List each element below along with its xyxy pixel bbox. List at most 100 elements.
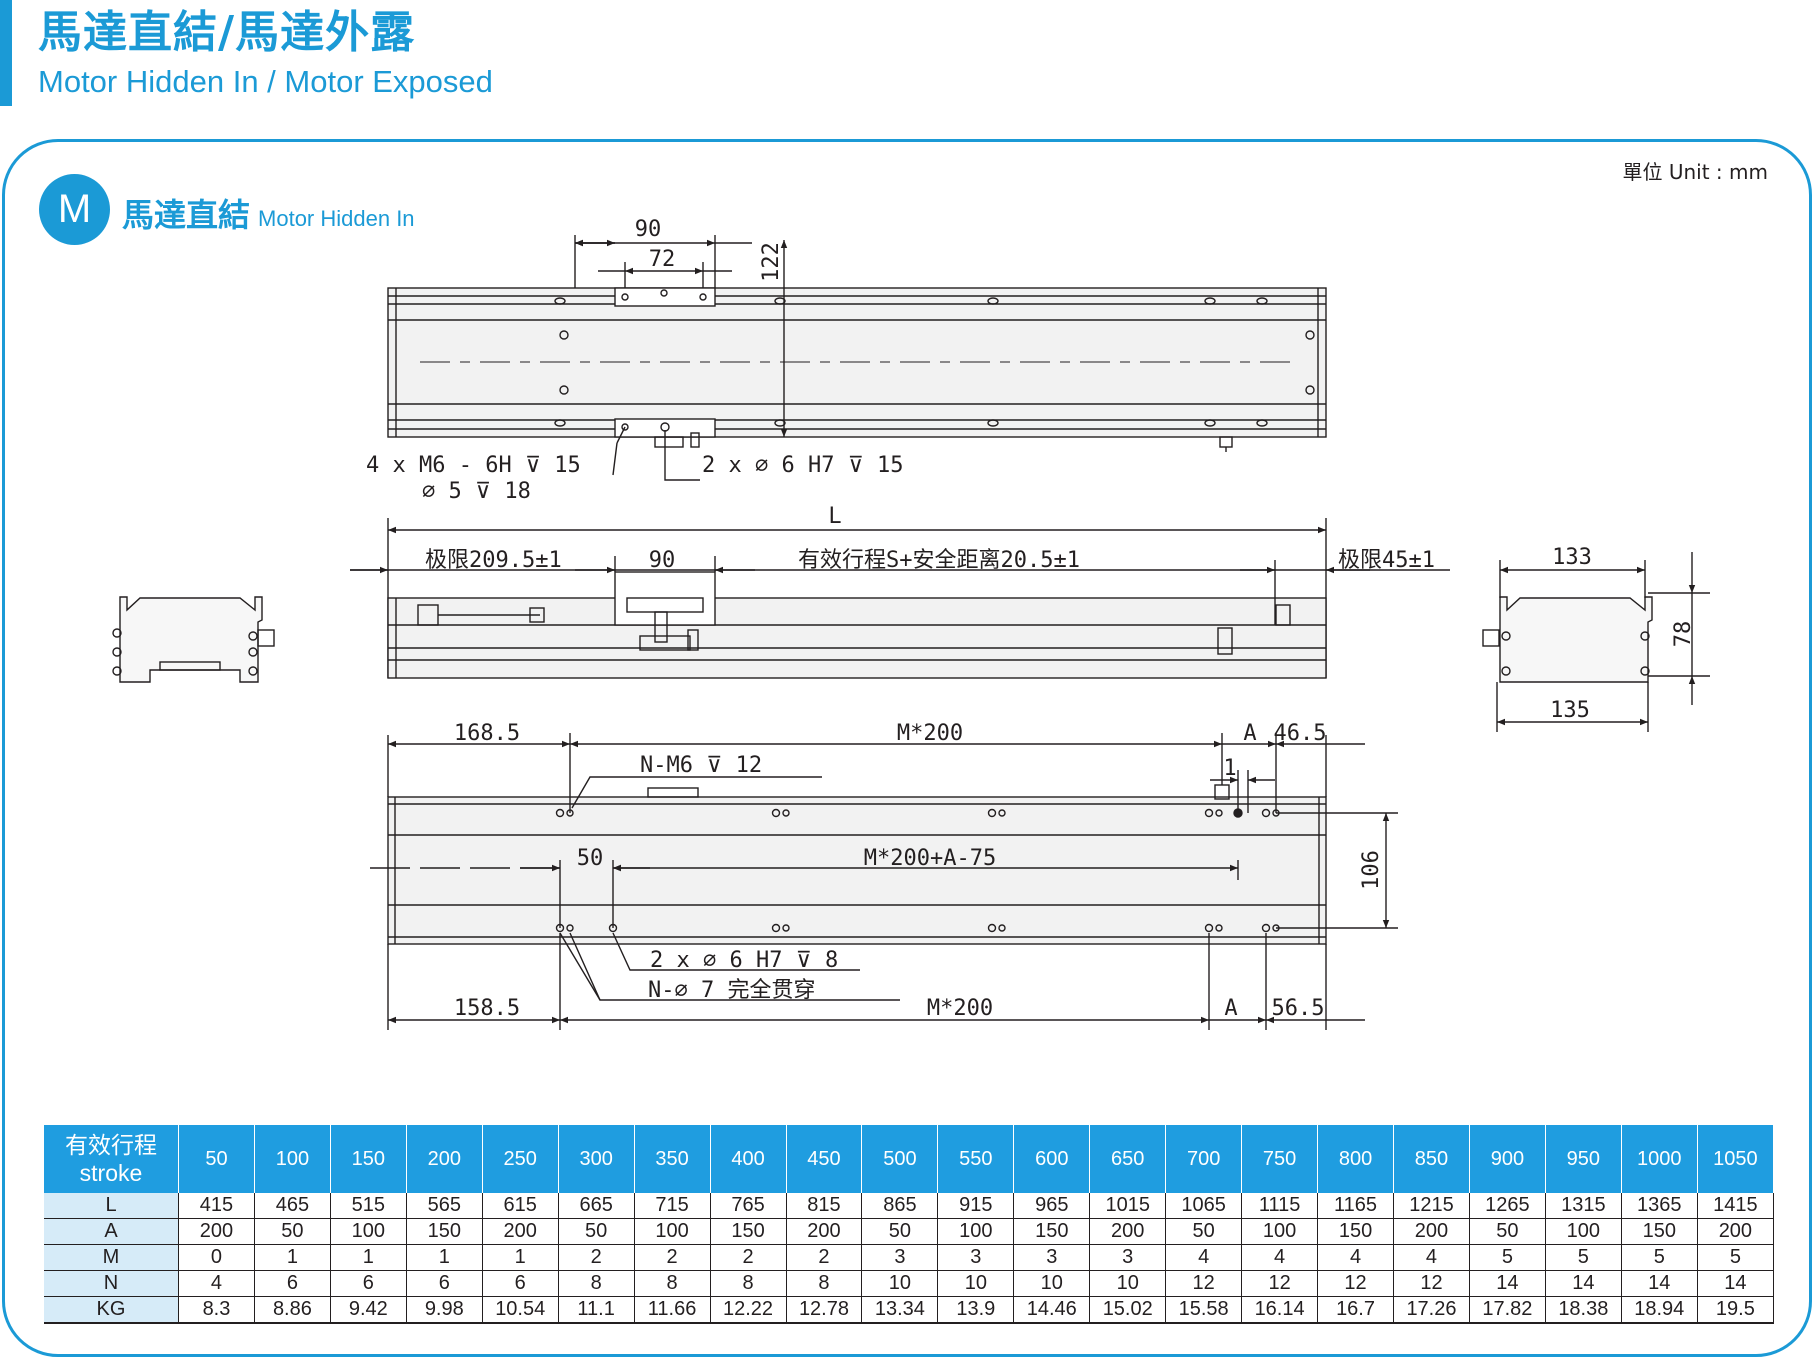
table-cell: 14 — [1469, 1270, 1546, 1297]
table-cell: 11.66 — [634, 1296, 711, 1324]
dim-end-width-bottom: 135 — [1550, 698, 1590, 723]
table-cell: 8.86 — [254, 1296, 331, 1324]
dim-length: L — [828, 504, 841, 529]
dim-bottom-left-offset: 158.5 — [454, 996, 520, 1021]
table-cell: 8 — [634, 1270, 711, 1297]
table-cell: 915 — [937, 1193, 1015, 1219]
table-cell: 150 — [710, 1218, 787, 1245]
page-subtitle: Motor Hidden In / Motor Exposed — [38, 64, 493, 99]
table-cell: 11.1 — [558, 1296, 635, 1324]
table-cell: 715 — [634, 1193, 711, 1219]
dim-carriage-length: 90 — [649, 548, 676, 573]
table-header-cell: 300 — [558, 1125, 635, 1193]
table-cell: 13.34 — [861, 1296, 939, 1324]
table-header-cell: 650 — [1089, 1125, 1167, 1193]
page-title: 馬達直結/馬達外露 — [38, 7, 416, 58]
table-header-cell: 350 — [634, 1125, 711, 1193]
table-cell: 10 — [1089, 1270, 1167, 1297]
table-cell: 1 — [406, 1244, 483, 1271]
section-title-en: Motor Hidden In — [258, 206, 415, 231]
table-cell: 50 — [861, 1218, 939, 1245]
table-cell: 1265 — [1469, 1193, 1546, 1219]
table-header-cell: 250 — [482, 1125, 559, 1193]
table-cell: 5 — [1621, 1244, 1698, 1271]
table-cell: 16.7 — [1317, 1296, 1394, 1324]
table-header-cell: 400 — [710, 1125, 787, 1193]
table-cell: 5 — [1697, 1244, 1775, 1271]
table-header-cell: 450 — [786, 1125, 863, 1193]
table-cell: 515 — [330, 1193, 407, 1219]
table-header-cell: 700 — [1165, 1125, 1243, 1193]
table-cell: 10 — [937, 1270, 1015, 1297]
table-cell: 6 — [254, 1270, 331, 1297]
table-cell: 100 — [1241, 1218, 1319, 1245]
table-cell: 5 — [1545, 1244, 1622, 1271]
label-bottom-pin-holes: 2 x ∅ 6 H7 ⊽ 8 — [650, 948, 838, 973]
table-cell: 50 — [254, 1218, 331, 1245]
table-cell: 14 — [1621, 1270, 1698, 1297]
dim-bottom-a: A — [1224, 996, 1237, 1021]
table-cell: 1 — [330, 1244, 407, 1271]
dim-row-spacing: 106 — [1359, 850, 1384, 890]
table-cell: 6 — [482, 1270, 559, 1297]
table-cell: 150 — [1621, 1218, 1698, 1245]
label-tapped-holes-sub: ∅ 5 ⊽ 18 — [422, 479, 531, 504]
table-cell: 465 — [254, 1193, 331, 1219]
mounting-view — [370, 733, 1398, 1030]
table-cell: 8 — [710, 1270, 787, 1297]
table-cell: 100 — [1545, 1218, 1622, 1245]
table-cell: 3 — [1089, 1244, 1167, 1271]
table-cell: 19.5 — [1697, 1296, 1775, 1324]
end-view-right — [1482, 552, 1710, 732]
table-header-cell: 50 — [178, 1125, 255, 1193]
table-cell: 815 — [786, 1193, 863, 1219]
table-cell: 14.46 — [1013, 1296, 1091, 1324]
table-cell: 200 — [482, 1218, 559, 1245]
table-cell: 2 — [634, 1244, 711, 1271]
table-cell: 12 — [1317, 1270, 1394, 1297]
table-cell: 200 — [1393, 1218, 1470, 1245]
dim-pin-spacing: 50 — [577, 846, 604, 871]
dim-carriage-width: 90 — [635, 217, 662, 242]
table-cell: 1365 — [1621, 1193, 1698, 1219]
row-label: KG — [44, 1296, 179, 1324]
table-cell: 865 — [861, 1193, 939, 1219]
row-label: M — [44, 1244, 179, 1271]
dim-bottom-pitch: M*200 — [927, 996, 993, 1021]
table-cell: 200 — [786, 1218, 863, 1245]
table-cell: 200 — [178, 1218, 255, 1245]
dim-top-left-offset: 168.5 — [454, 721, 520, 746]
table-cell: 10.54 — [482, 1296, 559, 1324]
table-cell: 2 — [786, 1244, 863, 1271]
table-cell: 13.9 — [937, 1296, 1015, 1324]
dim-bottom-right-offset: 56.5 — [1272, 996, 1325, 1021]
table-header-cell: 600 — [1013, 1125, 1091, 1193]
dim-limit-right: 极限45±1 — [1338, 548, 1435, 573]
table-cell: 8.3 — [178, 1296, 255, 1324]
header-accent-bar — [0, 0, 12, 106]
table-cell: 9.98 — [406, 1296, 483, 1324]
table-cell: 18.38 — [1545, 1296, 1622, 1324]
table-cell: 100 — [330, 1218, 407, 1245]
dim-pin-span: M*200+A-75 — [864, 846, 996, 871]
table-cell: 4 — [1241, 1244, 1319, 1271]
table-cell: 17.82 — [1469, 1296, 1546, 1324]
dim-carriage-hole-pitch: 72 — [649, 247, 676, 272]
table-cell: 1065 — [1165, 1193, 1243, 1219]
table-cell: 12 — [1241, 1270, 1319, 1297]
section-title-cn: 馬達直結 — [122, 196, 251, 234]
table-cell: 1215 — [1393, 1193, 1470, 1219]
table-header-cell: 850 — [1393, 1125, 1470, 1193]
label-tapped-holes: 4 x M6 - 6H ⊽ 15 — [366, 453, 581, 478]
table-header-cell: 100 — [254, 1125, 331, 1193]
drawing-panel — [2, 139, 1812, 1357]
dim-rail-width: 122 — [759, 242, 784, 282]
table-header-cell: 1000 — [1621, 1125, 1698, 1193]
dim-top-right-offset: 46.5 — [1274, 721, 1327, 746]
table-cell: 415 — [178, 1193, 255, 1219]
